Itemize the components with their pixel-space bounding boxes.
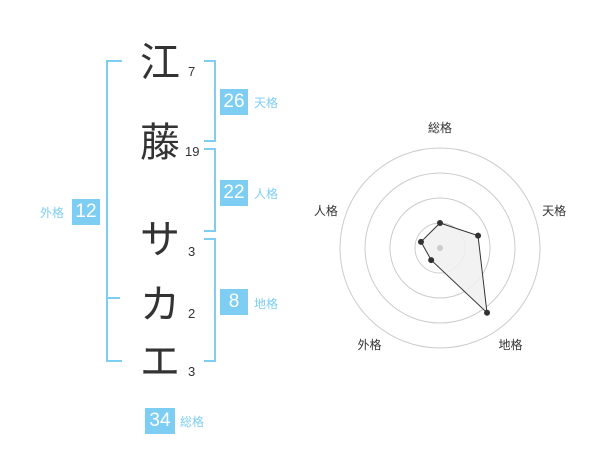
gaikaku-bracket [106, 60, 122, 362]
radar-axis-label-0: 総格 [428, 120, 452, 135]
radar-ring-3 [364, 172, 516, 324]
name-char-4: カ [140, 282, 180, 328]
radar-ring-2 [389, 197, 491, 299]
tenkaku-value-badge: 26 [220, 89, 248, 115]
tenkaku-bracket [204, 60, 216, 142]
radar-axis-label-3: 外格 [357, 337, 381, 352]
soukaku-label: 総格 [180, 415, 205, 429]
chikaku-bracket [204, 238, 216, 362]
radar-center-dot [437, 245, 443, 251]
name-char-3: サ [140, 217, 180, 263]
radar-point-2 [484, 309, 491, 316]
radar-point-1 [475, 232, 482, 239]
stroke-count-2: 19 [185, 144, 200, 159]
name-char-1: 江 [140, 40, 180, 86]
chikaku-value-badge: 8 [220, 289, 248, 315]
stroke-count-1: 7 [188, 64, 196, 79]
name-char-5: エ [140, 339, 180, 385]
jinkaku-bracket [204, 148, 216, 232]
gaikaku-label: 外格 [40, 206, 65, 220]
stroke-count-3: 3 [188, 244, 196, 259]
chikaku-label: 地格 [254, 297, 279, 311]
soukaku-value-badge: 34 [145, 408, 175, 434]
gaikaku-value-badge: 12 [72, 199, 100, 225]
radar-axis-label-2: 地格 [498, 337, 522, 352]
stroke-count-5: 3 [188, 364, 196, 379]
radar-ring-4 [339, 147, 541, 349]
jinkaku-label: 人格 [254, 187, 279, 201]
radar-shape [420, 222, 488, 315]
jinkaku-value-badge: 22 [220, 180, 248, 206]
radar-axis-label-4: 人格 [314, 203, 338, 218]
tenkaku-label: 天格 [254, 96, 279, 110]
radar-point-4 [417, 238, 424, 245]
gaikaku-bracket-split [106, 297, 120, 299]
name-char-2: 藤 [140, 120, 180, 166]
stroke-count-4: 2 [188, 306, 196, 321]
radar-axis-label-1: 天格 [542, 203, 566, 218]
radar-point-3 [428, 257, 435, 264]
radar-point-0 [437, 220, 443, 226]
